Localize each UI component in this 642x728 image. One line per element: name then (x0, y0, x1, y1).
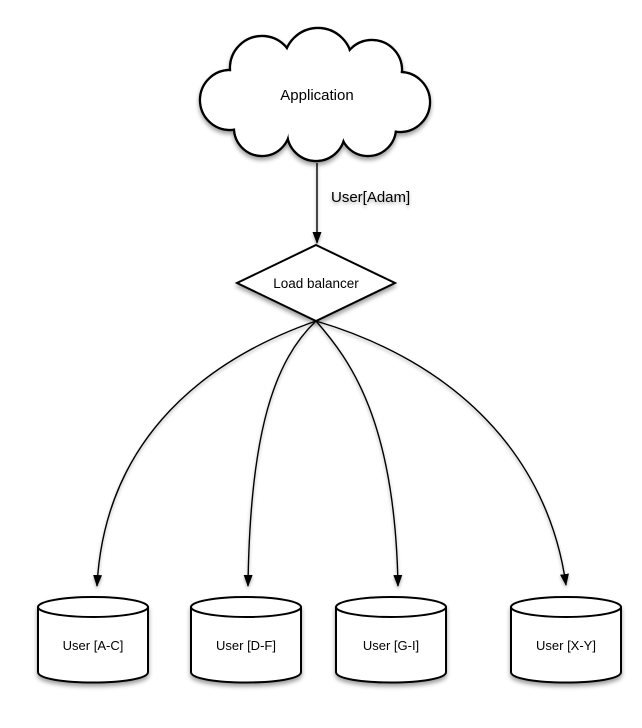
cylinder-node-shard-3: User [G-I] (335, 596, 447, 684)
cylinder-node-shard-2: User [D-F] (190, 596, 302, 684)
cylinder-top (37, 596, 149, 618)
shard-2-label: User [D-F] (216, 638, 276, 653)
application-label: Application (280, 87, 353, 104)
load-balancer-label: Load balancer (273, 276, 359, 291)
cylinder-body (190, 607, 302, 684)
cylinder-node-shard-1: User [A-C] (37, 596, 149, 684)
cloud-fill-part (256, 63, 376, 133)
cylinder-body (37, 607, 149, 684)
shard-1-label: User [A-C] (63, 638, 124, 653)
edge-lb-to-shard-4 (315, 320, 569, 586)
edges-lb-to-shards (93, 320, 569, 587)
shard-4-label: User [X-Y] (536, 638, 596, 653)
cylinder-body (335, 607, 447, 684)
cylinder-body (510, 607, 622, 684)
edge-app-to-lb: User[Adam] (312, 163, 410, 244)
cylinder-top (190, 596, 302, 618)
edge-app-to-lb-label: User[Adam] (331, 189, 410, 206)
shard-3-label: User [G-I] (363, 638, 419, 653)
edge-lb-to-shard-2 (243, 320, 317, 587)
cylinder-top (510, 596, 622, 618)
edge-lb-to-shard-1 (93, 320, 317, 587)
cloud-fill (201, 29, 429, 160)
edge-lb-to-shard-3 (315, 320, 403, 587)
cloud-node-application: Application (198, 26, 432, 163)
cylinder-node-shard-4: User [X-Y] (510, 596, 622, 684)
diamond-node-load-balancer: Load balancer (234, 243, 398, 323)
cylinder-top (335, 596, 447, 618)
